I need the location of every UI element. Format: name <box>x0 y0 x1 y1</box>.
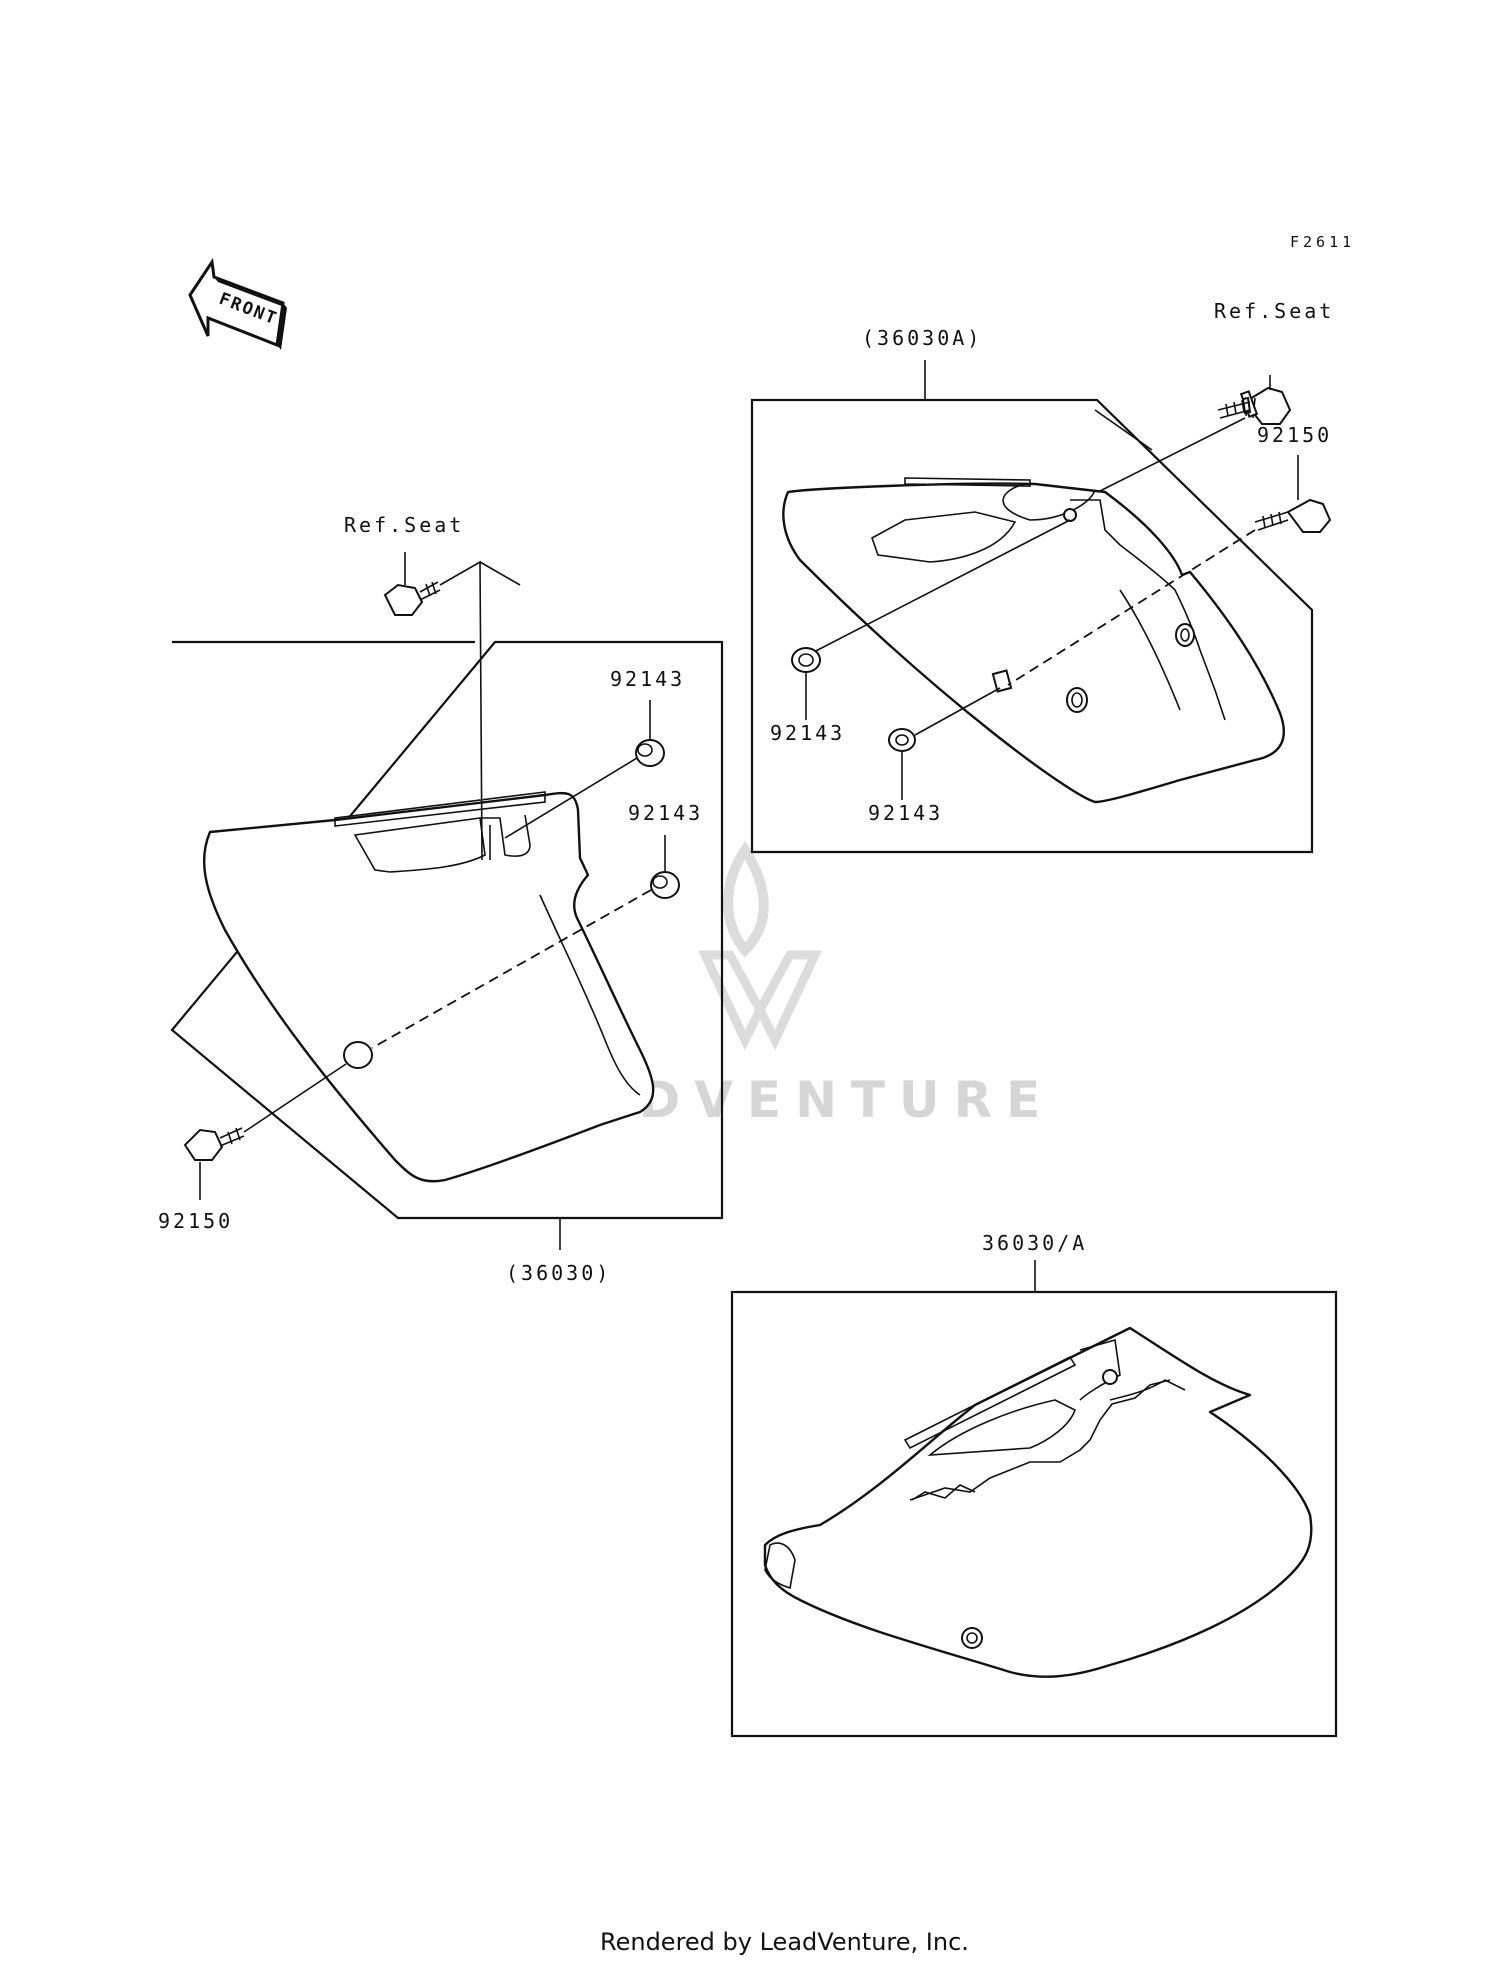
footer-credit: Rendered by LeadVenture, Inc. <box>600 1928 969 1956</box>
diagram-code: F2611 <box>1290 233 1355 251</box>
label-grommet-92143-left-a: 92143 <box>610 667 685 691</box>
label-part-36030-A: 36030/A <box>982 1231 1087 1255</box>
bolt-icon <box>1217 386 1292 425</box>
label-part-36030A: (36030A) <box>862 326 982 350</box>
front-arrow-icon: FRONT <box>188 257 287 350</box>
label-ref-seat-right: Ref.Seat <box>1214 299 1334 323</box>
label-grommet-92143-right-b: 92143 <box>868 801 943 825</box>
label-ref-seat-left: Ref.Seat <box>344 513 464 537</box>
label-bolt-92150-left: 92150 <box>158 1209 233 1233</box>
bolt-icon <box>183 1127 245 1161</box>
label-bolt-92150-right: 92150 <box>1257 423 1332 447</box>
assembly-36030A: Ref.Seat (36030A) 92150 92143 92143 <box>750 299 1334 854</box>
label-grommet-92143-right-a: 92143 <box>770 721 845 745</box>
bolt-icon <box>383 581 441 616</box>
assembly-36030-A: 36030/A <box>730 1231 1338 1738</box>
label-grommet-92143-left-b: 92143 <box>628 801 703 825</box>
assembly-36030: Ref.Seat 92143 92143 92150 (36030) <box>158 513 724 1285</box>
label-part-36030: (36030) <box>506 1261 611 1285</box>
bolt-icon <box>1254 498 1332 533</box>
